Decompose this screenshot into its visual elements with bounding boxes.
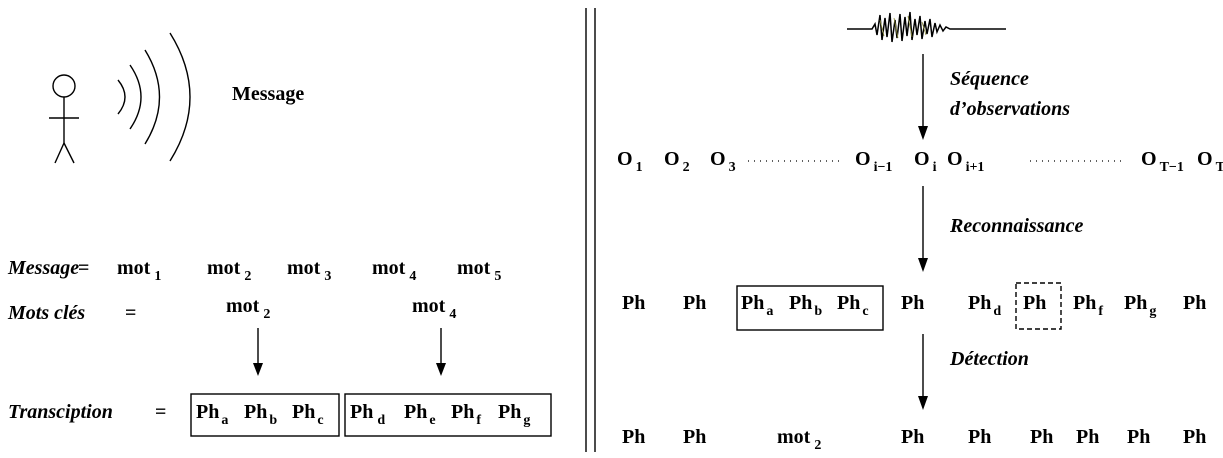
phoneme: Ph: [1076, 426, 1099, 448]
phoneme: Ph: [1023, 292, 1046, 314]
phoneme: Ph: [622, 426, 645, 448]
keywords-row-equals: =: [125, 302, 136, 324]
phoneme: Ph: [968, 426, 991, 448]
waveform-icon: [847, 12, 1006, 42]
phoneme: Ph: [1183, 292, 1206, 314]
phoneme: Ph: [1030, 426, 1053, 448]
arrow-down-icon: [918, 186, 928, 272]
step-observation-sequence: d’observations: [950, 98, 1070, 120]
step-detection: Détection: [949, 348, 1029, 370]
arrow-down-icon: [436, 328, 446, 376]
message-row-label: Message: [7, 257, 79, 279]
message-row-equals: =: [78, 257, 89, 279]
transcription-row-label: Transciption: [8, 401, 113, 423]
speaker-icon: [49, 75, 79, 163]
arrow-down-icon: [918, 54, 928, 140]
step-observation-sequence: Séquence: [950, 68, 1029, 90]
arrow-down-icon: [918, 334, 928, 410]
sound-waves-icon: [118, 33, 190, 161]
phoneme: Ph: [901, 292, 924, 314]
keywords-row-label: Mots clés: [7, 302, 85, 324]
phoneme: Ph: [1127, 426, 1150, 448]
phoneme: Ph: [622, 292, 645, 314]
step-recognition: Reconnaissance: [949, 215, 1083, 237]
arrow-down-icon: [253, 328, 263, 376]
phoneme: Ph: [683, 292, 706, 314]
phoneme: Ph: [1183, 426, 1206, 448]
message-label: Message: [232, 83, 304, 105]
panel-separator: [586, 8, 595, 452]
phoneme: Ph: [683, 426, 706, 448]
transcription-row-equals: =: [155, 401, 166, 423]
phoneme: Ph: [901, 426, 924, 448]
